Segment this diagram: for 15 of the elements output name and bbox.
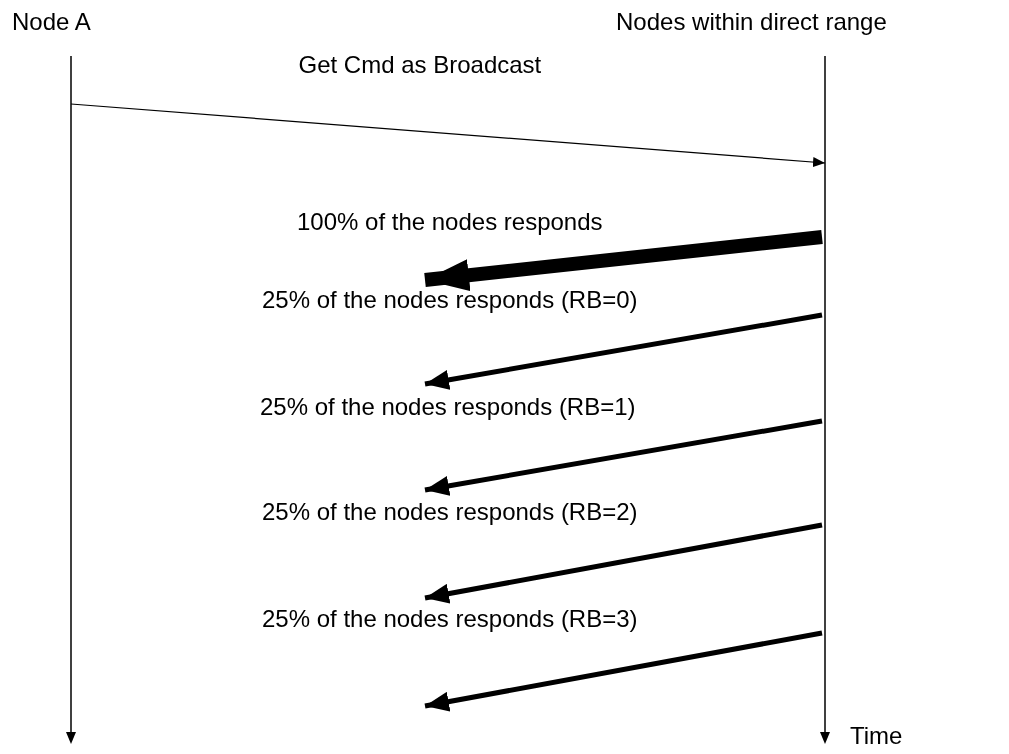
- edge-label: 25% of the nodes responds (RB=2): [262, 498, 638, 526]
- edge-label: 25% of the nodes responds (RB=0): [262, 286, 638, 314]
- arrow: [424, 230, 823, 292]
- edge-label: 25% of the nodes responds (RB=1): [260, 393, 636, 421]
- edge-label: Get Cmd as Broadcast: [298, 51, 542, 79]
- lifeline-header: Nodes within direct range: [616, 8, 887, 36]
- arrow: [424, 630, 823, 712]
- arrow: [424, 522, 823, 604]
- arrow: [70, 103, 826, 168]
- arrow: [424, 312, 823, 390]
- edge-label: 25% of the nodes responds (RB=3): [262, 605, 638, 633]
- axis-label: Time: [850, 722, 903, 750]
- lifeline-header: Node A: [12, 8, 91, 36]
- arrow: [424, 418, 823, 496]
- edge-label: 100% of the nodes responds: [297, 208, 603, 236]
